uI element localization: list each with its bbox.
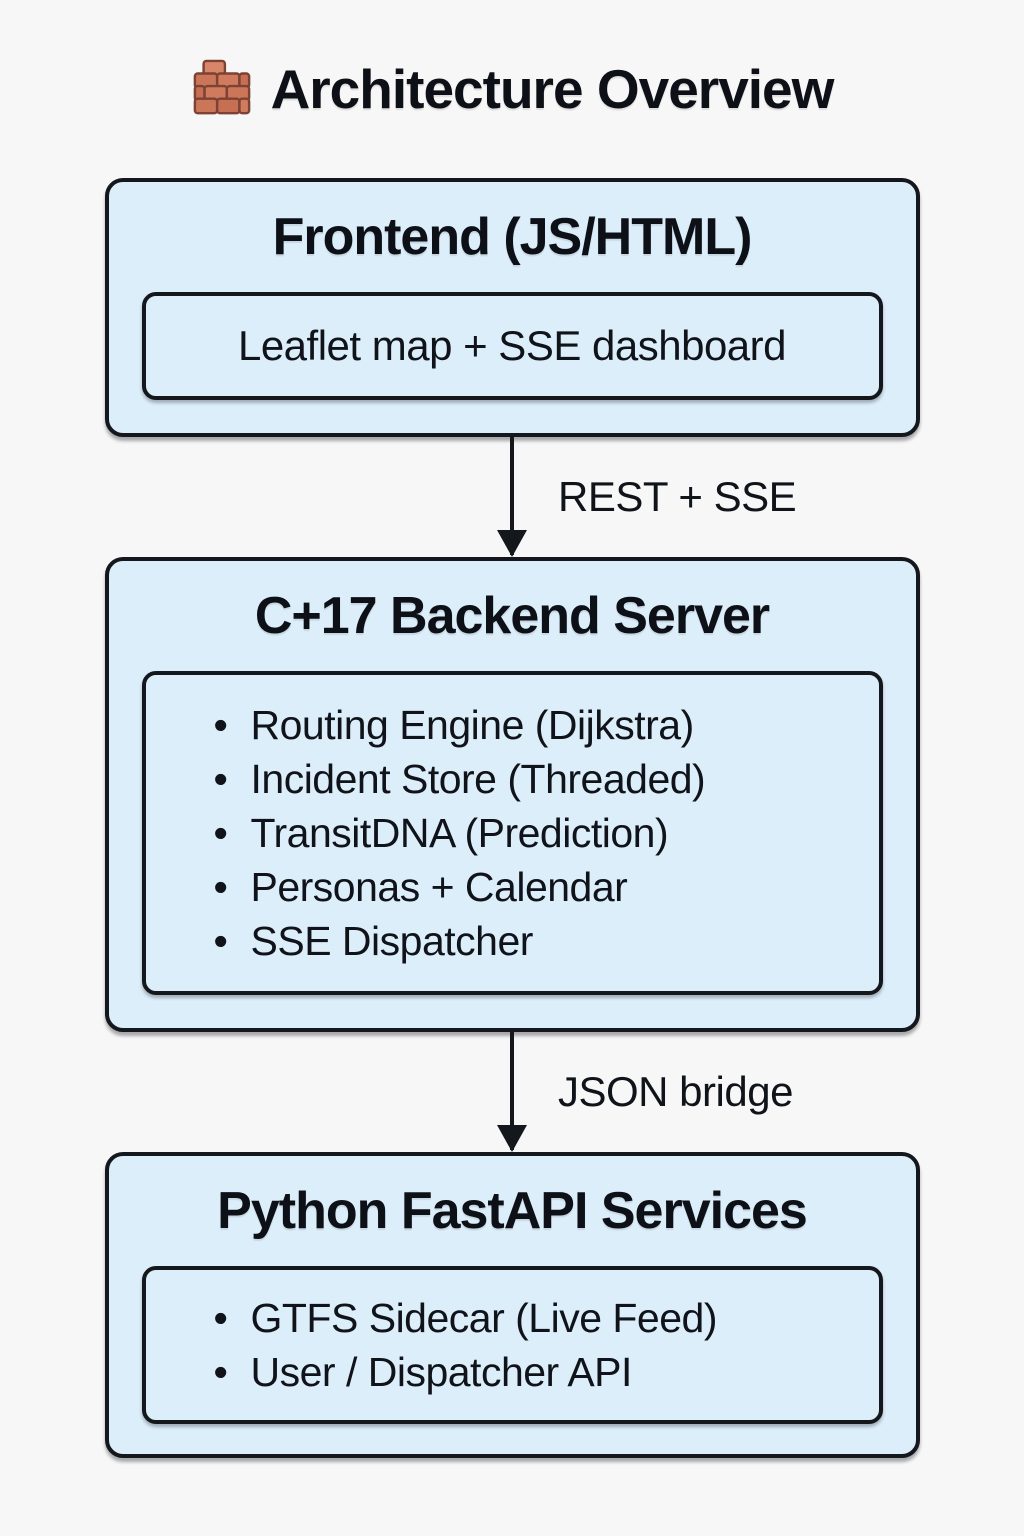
node-services: Python FastAPI Services GTFS Sidecar (Li… xyxy=(104,1152,920,1458)
node-backend-panel: Routing Engine (Dijkstra) Incident Store… xyxy=(141,671,883,995)
node-frontend-title: Frontend (JS/HTML) xyxy=(272,208,753,266)
node-frontend-content: Leaflet map + SSE dashboard xyxy=(237,322,787,369)
list-item: User / Dispatcher API xyxy=(156,1345,869,1399)
page-title-text: Architecture Overview xyxy=(270,58,835,120)
node-services-panel: GTFS Sidecar (Live Feed) User / Dispatch… xyxy=(141,1266,883,1424)
edge-backend-services-label: JSON bridge xyxy=(558,1068,793,1115)
node-services-title: Python FastAPI Services xyxy=(217,1182,808,1240)
brick-icon xyxy=(191,58,253,120)
node-frontend-panel: Leaflet map + SSE dashboard xyxy=(141,292,883,400)
arrow-down-icon xyxy=(497,530,527,557)
arrow-line xyxy=(510,1030,514,1150)
node-backend: C+17 Backend Server Routing Engine (Dijk… xyxy=(104,557,920,1032)
list-item: TransitDNA (Prediction) xyxy=(156,806,869,860)
architecture-diagram: Architecture Overview Frontend (JS/HTML)… xyxy=(0,0,1024,1458)
list-item: Personas + Calendar xyxy=(156,860,869,914)
services-component-list: GTFS Sidecar (Live Feed) User / Dispatch… xyxy=(156,1291,869,1399)
arrow-line xyxy=(510,435,514,555)
list-item: GTFS Sidecar (Live Feed) xyxy=(156,1291,869,1345)
node-backend-title: C+17 Backend Server xyxy=(254,587,770,645)
edge-frontend-backend: REST + SSE xyxy=(105,435,920,557)
node-frontend: Frontend (JS/HTML) Leaflet map + SSE das… xyxy=(104,178,920,437)
list-item: Routing Engine (Dijkstra) xyxy=(156,698,869,752)
edge-backend-services: JSON bridge xyxy=(105,1030,920,1152)
list-item: Incident Store (Threaded) xyxy=(156,752,869,806)
diagram-stack: Frontend (JS/HTML) Leaflet map + SSE das… xyxy=(104,178,920,1458)
page-title: Architecture Overview xyxy=(0,0,1024,122)
list-item: SSE Dispatcher xyxy=(156,914,869,968)
backend-component-list: Routing Engine (Dijkstra) Incident Store… xyxy=(156,698,869,968)
arrow-down-icon xyxy=(497,1125,527,1152)
edge-frontend-backend-label: REST + SSE xyxy=(558,473,797,520)
